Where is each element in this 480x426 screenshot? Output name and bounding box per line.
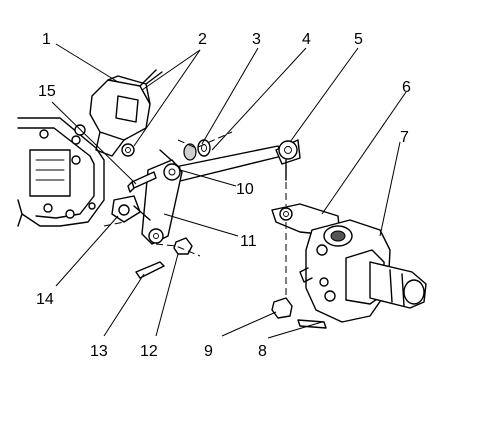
callout-8: 8 [258,343,267,360]
frame-rail [17,117,105,227]
callout-1: 1 [42,31,51,48]
callout-14: 14 [36,291,54,308]
castle-nut-left [173,237,193,255]
callout-13: 13 [90,343,108,360]
idler-arm [111,195,151,223]
steering-knuckle [299,219,427,323]
alignment-lines [103,131,287,298]
callout-6: 6 [402,79,411,96]
castle-nut [271,297,293,319]
bolt [127,171,157,193]
bushings [183,139,211,161]
callout-11: 11 [240,233,257,250]
callout-5: 5 [354,31,363,48]
cotter-pin-left [135,261,165,279]
steering-gear [74,69,163,157]
tie-rod-end [275,139,301,181]
pitman-arm [141,159,183,245]
callout-15: 15 [38,83,56,100]
callout-7: 7 [400,129,409,146]
callout-3: 3 [252,31,261,48]
cotter-pin-right [297,319,327,329]
callout-9: 9 [204,343,213,360]
callout-12: 12 [140,343,158,360]
leader-lines [51,43,407,339]
callout-10: 10 [236,181,254,198]
callout-4: 4 [302,31,311,48]
callout-2: 2 [198,31,207,48]
